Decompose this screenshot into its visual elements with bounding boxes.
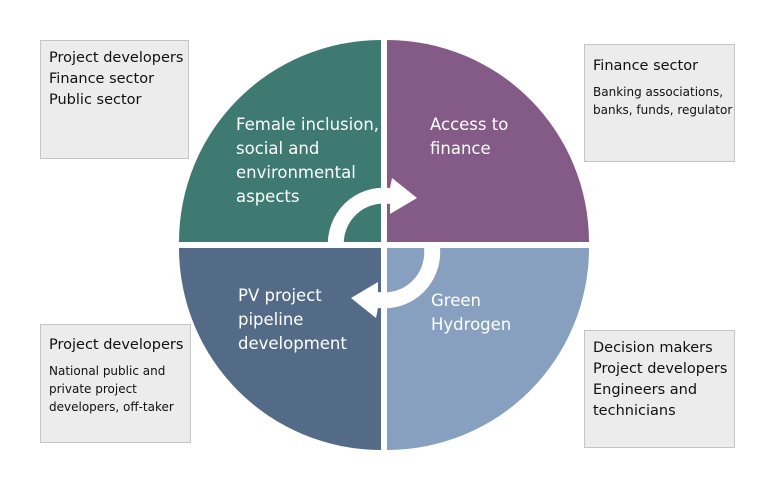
box-detail: banks, funds, regulator — [593, 103, 733, 117]
box-line: Project developers — [49, 50, 184, 66]
quadrant-pv — [179, 248, 381, 450]
quadrant-social — [179, 40, 381, 242]
box-line: Finance sector — [49, 71, 155, 87]
quadrant-line: Hydrogen — [431, 315, 512, 334]
box-heading: Finance sector — [593, 58, 699, 74]
quadrant-line: social and — [236, 139, 320, 158]
stakeholder-box-top-right: Finance sector Banking associations, ban… — [584, 44, 735, 162]
quadrant-line: environmental — [236, 163, 356, 182]
box-heading: Project developers — [49, 337, 184, 353]
quadrant-label-hydrogen: Green Hydrogen — [431, 289, 511, 337]
box-detail: developers, off-taker — [49, 400, 174, 414]
quadrant-line: PV project — [238, 286, 322, 305]
quadrant-line: aspects — [236, 187, 300, 206]
stakeholder-box-bottom-right: Decision makers Project developers Engin… — [584, 330, 735, 448]
quadrant-label-pv: PV project pipeline development — [238, 284, 347, 356]
box-line: Decision makers — [593, 340, 713, 356]
box-line: Project developers — [593, 361, 728, 377]
quadrant-line: Access to — [430, 115, 509, 134]
quadrant-line: development — [238, 334, 347, 353]
arrow-lower — [351, 248, 441, 318]
box-line: Public sector — [49, 92, 142, 108]
quadrant-label-social: Female inclusion, social and environment… — [236, 113, 379, 209]
circular-arrows-icon — [327, 178, 441, 318]
quadrant-line: Green — [431, 291, 481, 310]
stakeholder-box-top-left: Project developers Finance sector Public… — [40, 40, 189, 159]
box-detail: Banking associations, — [593, 85, 724, 99]
arrow-upper — [327, 178, 417, 248]
box-detail: National public and — [49, 364, 166, 378]
quadrant-line: pipeline — [238, 310, 304, 329]
box-line: Engineers and — [593, 382, 698, 398]
box-detail: private project — [49, 382, 137, 396]
quadrant-finance — [387, 40, 589, 242]
quadrant-line: finance — [430, 139, 491, 158]
quadrant-line: Female inclusion, — [236, 115, 380, 134]
quadrant-hydrogen — [387, 248, 589, 450]
quadrant-label-finance: Access to finance — [430, 113, 508, 161]
box-line: technicians — [593, 403, 676, 419]
stakeholder-box-bottom-left: Project developers National public and p… — [40, 324, 191, 443]
